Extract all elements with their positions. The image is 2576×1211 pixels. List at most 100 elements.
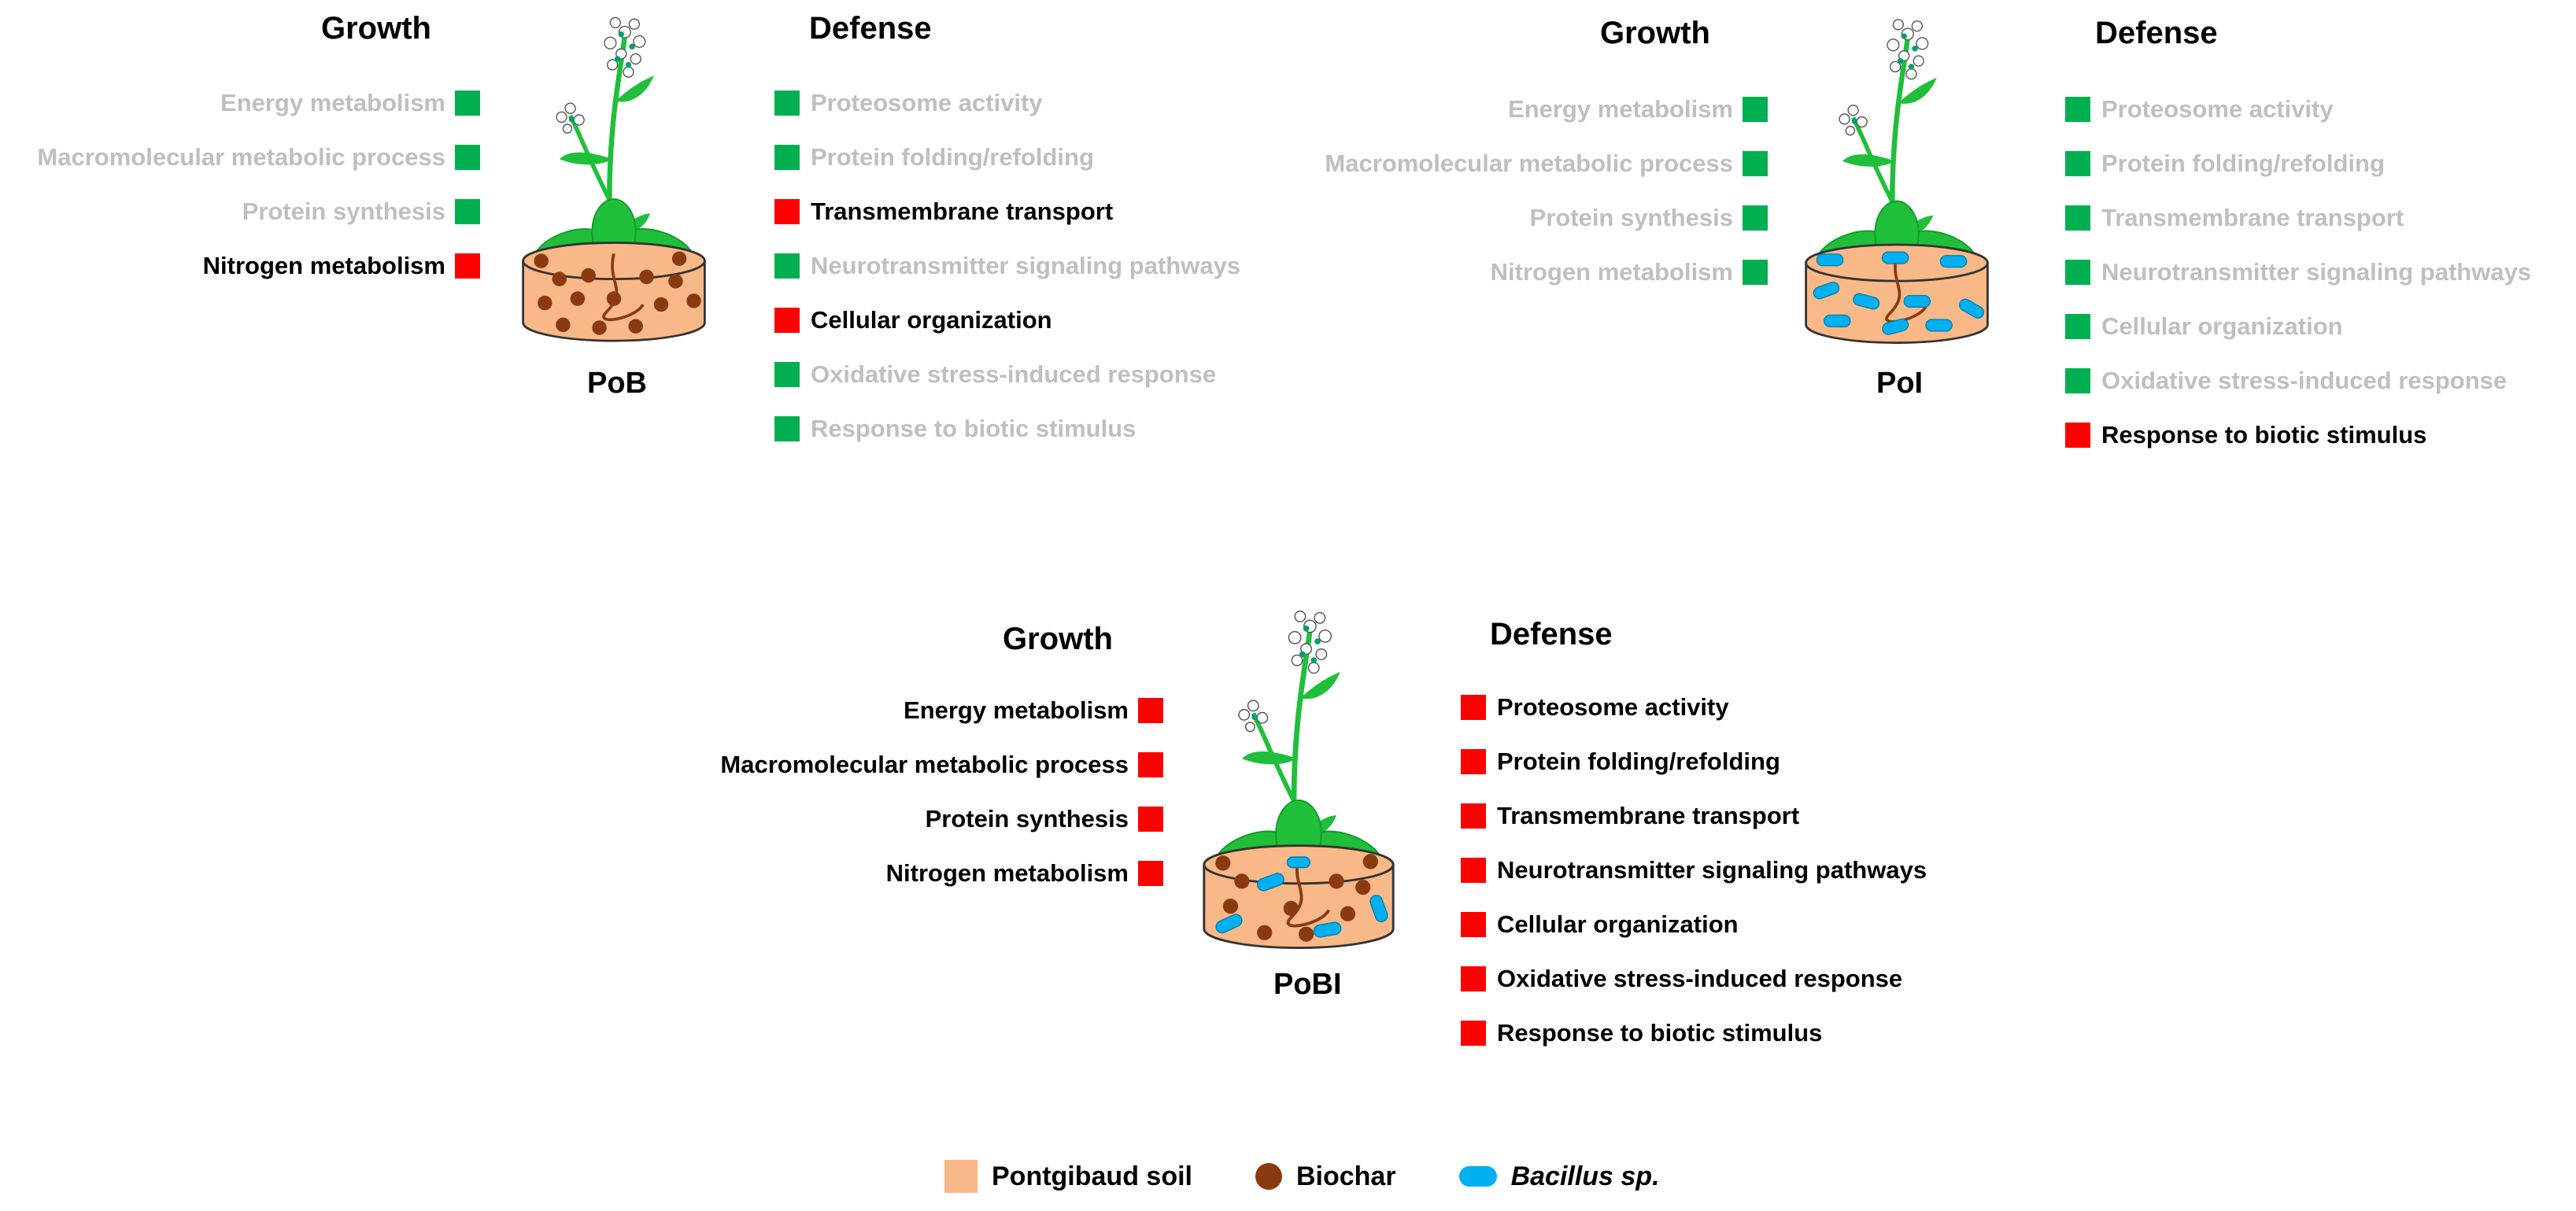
- growth-item: Energy metabolism: [693, 683, 1163, 737]
- growth-item: Nitrogen metabolism: [1275, 245, 1768, 299]
- defense-item-label: Proteosome activity: [811, 88, 1043, 116]
- legend-biochar: Biochar: [1255, 1161, 1396, 1192]
- green-status-square-icon: [774, 253, 800, 279]
- defense-item-label: Oxidative stress-induced response: [1497, 964, 1903, 992]
- green-status-square-icon: [1743, 205, 1768, 231]
- defense-item: Proteosome activity: [774, 76, 1240, 130]
- defense-item: Oxidative stress-induced response: [2065, 353, 2531, 408]
- defense-item-label: Cellular organization: [1497, 910, 1739, 938]
- green-status-square-icon: [455, 198, 480, 224]
- defense-item-label: Response to biotic stimulus: [1497, 1018, 1823, 1047]
- green-status-square-icon: [2065, 367, 2090, 393]
- defense-item: Response to biotic stimulus: [2065, 408, 2531, 462]
- panel-label: PoB: [587, 367, 647, 400]
- plant-poi-illustration: [1805, 0, 1989, 344]
- plant-pob-illustration: [522, 0, 706, 342]
- bacillus-cell-icon: [1458, 1166, 1497, 1187]
- defense-item: Protein folding/refolding: [1461, 734, 1927, 788]
- growth-item-label: Nitrogen metabolism: [885, 858, 1129, 887]
- defense-item-label: Oxidative stress-induced response: [811, 360, 1217, 388]
- panel-label: PoI: [1876, 367, 1924, 400]
- growth-item: Energy metabolism: [0, 76, 480, 130]
- growth-item-label: Nitrogen metabolism: [202, 251, 445, 279]
- defense-item: Proteosome activity: [1461, 680, 1927, 734]
- green-status-square-icon: [2065, 150, 2090, 176]
- defense-item: Transmembrane transport: [2065, 190, 2531, 245]
- defense-item: Neurotransmitter signaling pathways: [2065, 245, 2531, 299]
- growth-item: Nitrogen metabolism: [693, 846, 1163, 900]
- defense-item-label: Protein folding/refolding: [811, 142, 1094, 171]
- growth-title: Growth: [321, 11, 431, 46]
- plant-pobi-illustration: [1203, 596, 1395, 949]
- panel-label: PoBI: [1273, 968, 1342, 1001]
- defense-item-label: Cellular organization: [2101, 312, 2343, 340]
- legend-bacillus: Bacillus sp.: [1458, 1161, 1660, 1192]
- defense-item-label: Protein folding/refolding: [2101, 149, 2385, 177]
- green-status-square-icon: [1743, 96, 1768, 122]
- defense-item-label: Neurotransmitter signaling pathways: [1497, 855, 1927, 884]
- growth-item-label: Macromolecular metabolic process: [37, 142, 445, 171]
- red-status-square-icon: [1461, 911, 1486, 937]
- growth-item: Macromolecular metabolic process: [0, 130, 480, 184]
- green-status-square-icon: [2065, 96, 2090, 122]
- red-status-square-icon: [1461, 1020, 1486, 1046]
- defense-item: Protein folding/refolding: [774, 130, 1240, 184]
- defense-item: Proteosome activity: [2065, 82, 2531, 136]
- red-status-square-icon: [2065, 422, 2090, 448]
- growth-title: Growth: [1003, 622, 1113, 656]
- defense-item-label: Protein folding/refolding: [1497, 747, 1780, 775]
- defense-item: Protein folding/refolding: [2065, 136, 2531, 190]
- red-status-square-icon: [1461, 857, 1486, 883]
- red-status-square-icon: [1461, 965, 1486, 991]
- red-status-square-icon: [1138, 806, 1163, 832]
- root: [1885, 255, 1927, 323]
- red-status-square-icon: [774, 307, 800, 333]
- biochar-dot-icon: [1255, 1163, 1282, 1190]
- defense-item-label: Neurotransmitter signaling pathways: [2101, 257, 2532, 286]
- defense-item: Oxidative stress-induced response: [1461, 951, 1927, 1006]
- defense-title: Defense: [2095, 16, 2218, 50]
- defense-item: Cellular organization: [774, 293, 1240, 347]
- defense-item-label: Oxidative stress-induced response: [2101, 366, 2508, 394]
- growth-item-label: Energy metabolism: [1508, 94, 1733, 123]
- growth-item: Macromolecular metabolic process: [1275, 136, 1768, 190]
- red-status-square-icon: [1461, 748, 1486, 774]
- defense-item: Oxidative stress-induced response: [774, 347, 1240, 401]
- red-status-square-icon: [1461, 803, 1486, 829]
- root: [1286, 856, 1331, 928]
- growth-item: Protein synthesis: [1275, 190, 1768, 245]
- growth-item-label: Macromolecular metabolic process: [1325, 149, 1733, 177]
- red-status-square-icon: [1138, 751, 1163, 777]
- defense-title: Defense: [1490, 617, 1613, 652]
- defense-item-label: Proteosome activity: [1497, 692, 1729, 721]
- green-status-square-icon: [774, 415, 800, 441]
- growth-item-label: Energy metabolism: [904, 696, 1129, 724]
- green-status-square-icon: [1743, 259, 1768, 285]
- green-status-square-icon: [455, 144, 480, 170]
- biochar-particles: [1215, 854, 1378, 942]
- defense-item: Cellular organization: [2065, 299, 2531, 353]
- legend-soil: Pontgibaud soil: [944, 1160, 1192, 1193]
- legend-bacillus-label: Bacillus sp.: [1510, 1161, 1660, 1191]
- legend: Pontgibaud soil Biochar Bacillus sp.: [944, 1153, 1723, 1200]
- defense-item: Cellular organization: [1461, 897, 1927, 951]
- defense-item: Neurotransmitter signaling pathways: [774, 238, 1240, 293]
- defense-item: Response to biotic stimulus: [774, 401, 1240, 456]
- root: [602, 253, 645, 322]
- green-status-square-icon: [1743, 150, 1768, 176]
- legend-soil-label: Pontgibaud soil: [992, 1161, 1192, 1191]
- biochar-particles: [534, 251, 701, 335]
- growth-item-label: Energy metabolism: [220, 88, 445, 116]
- growth-item: Nitrogen metabolism: [0, 238, 480, 293]
- legend-biochar-label: Biochar: [1295, 1161, 1396, 1191]
- growth-item: Energy metabolism: [1275, 82, 1768, 136]
- green-status-square-icon: [2065, 313, 2090, 339]
- growth-item-label: Protein synthesis: [1529, 203, 1733, 231]
- green-status-square-icon: [2065, 205, 2090, 231]
- bacillus-cells: [1215, 856, 1388, 938]
- defense-item-label: Transmembrane transport: [1497, 801, 1800, 829]
- growth-item-label: Protein synthesis: [925, 804, 1129, 833]
